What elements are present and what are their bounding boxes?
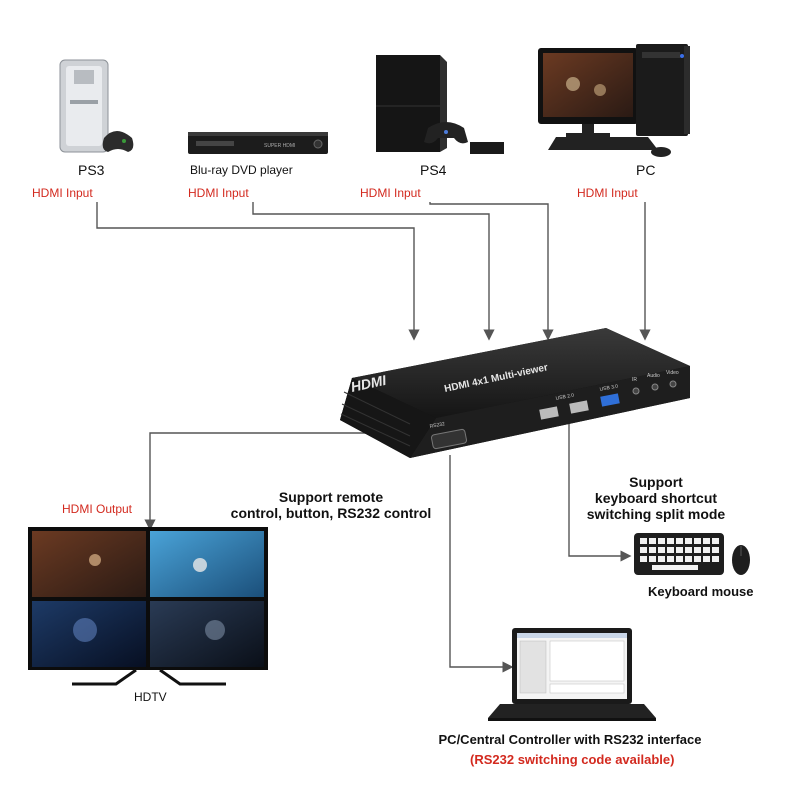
video-port-text: Video — [666, 370, 679, 376]
kb-note-line-2: keyboard shortcut — [594, 490, 718, 506]
bluray-brand-text: SUPER HDMI — [264, 143, 295, 149]
kb-note-line-3: switching split mode — [586, 506, 726, 522]
wire-ps3 — [96, 202, 420, 341]
remote-control-note: Support remote control, button, RS232 co… — [218, 489, 444, 521]
usb3-port-text: USB 3.0 — [599, 383, 619, 392]
pc-hdmi-input-label: HDMI Input — [577, 186, 638, 200]
wire-usb-keyboard — [568, 420, 632, 562]
pc-image — [538, 44, 690, 157]
bluray-player-image: SUPER HDMI — [188, 132, 328, 154]
hdtv-label: HDTV — [134, 690, 167, 704]
wire-hdmi-output — [144, 432, 368, 531]
bluray-label: Blu-ray DVD player — [190, 163, 293, 177]
ps3-label: PS3 — [78, 162, 105, 178]
ps4-hdmi-input-label: HDMI Input — [360, 186, 421, 200]
hdmi-logo: HDMI — [349, 372, 388, 395]
hdtv-image — [28, 527, 268, 686]
hdmi-output-label: HDMI Output — [62, 502, 133, 516]
ps4-label: PS4 — [420, 162, 447, 178]
wire-bluray — [252, 202, 495, 341]
kb-note-line-1: Support — [629, 474, 683, 490]
mouse-image — [732, 545, 750, 575]
audio-port-text: Audio — [647, 373, 660, 379]
keyboard-shortcut-note: Support keyboard shortcut switching spli… — [576, 474, 736, 522]
usb2-port-text: USB 2.0 — [555, 392, 575, 401]
keyboard-mouse-label: Keyboard mouse — [648, 584, 754, 599]
rs232-port-text: RS232 — [429, 421, 445, 430]
ir-port-text: IR — [632, 377, 637, 383]
controller-label: PC/Central Controller with RS232 interfa… — [438, 732, 702, 747]
remote-note-line-1: Support remote — [278, 489, 384, 505]
wire-rs232 — [449, 455, 514, 673]
multiviewer-unit-image: HDMI HDMI 4x1 Multi-viewer RS232 USB 2.0… — [340, 328, 690, 458]
ps3-hdmi-input-label: HDMI Input — [32, 186, 93, 200]
laptop-image — [488, 628, 656, 721]
wire-ps4 — [429, 202, 554, 341]
ps4-console-image — [376, 55, 504, 154]
pc-label: PC — [636, 162, 656, 178]
ps3-console-image — [59, 59, 134, 153]
bluray-hdmi-input-label: HDMI Input — [188, 186, 249, 200]
keyboard-image — [634, 533, 724, 575]
controller-sub-label: (RS232 switching code available) — [470, 752, 675, 767]
remote-note-line-2: control, button, RS232 control — [230, 505, 432, 521]
